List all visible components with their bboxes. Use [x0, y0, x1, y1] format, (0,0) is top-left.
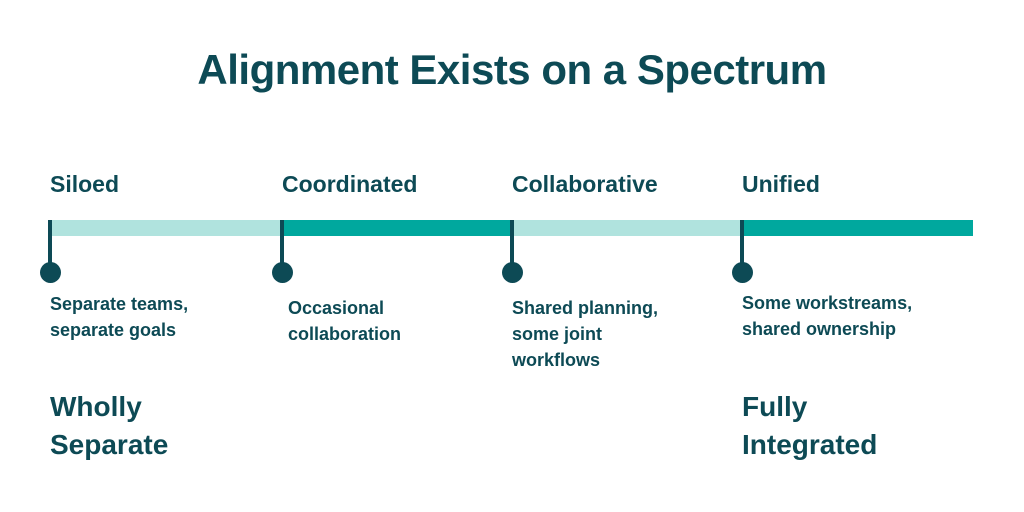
endpoint-line: Wholly	[50, 391, 142, 422]
spectrum-segment-unified	[742, 220, 973, 236]
marker-dot-unified	[732, 262, 753, 283]
endpoint-line: Separate	[50, 429, 169, 460]
spectrum-segment-coordinated	[282, 220, 512, 236]
marker-dot-coordinated	[272, 262, 293, 283]
description-line: separate goals	[50, 320, 177, 340]
diagram-title: Alignment Exists on a Spectrum	[197, 46, 827, 93]
stage-label-coordinated: Coordinated	[282, 171, 418, 197]
marker-dot-siloed	[40, 262, 61, 283]
stage-description-coordinated: Occasional collaboration	[288, 295, 401, 347]
endpoint-label-fully-integrated: Fully Integrated	[742, 388, 877, 464]
spectrum-segment-collaborative	[512, 220, 742, 236]
spectrum-segment-siloed	[50, 220, 282, 236]
marker-line-coordinated	[280, 220, 284, 264]
marker-line-unified	[740, 220, 744, 264]
stage-label-unified: Unified	[742, 171, 820, 197]
stage-description-siloed: Separate teams, separate goals	[50, 291, 188, 343]
stage-label-siloed: Siloed	[50, 171, 120, 197]
stage-description-unified: Some workstreams, shared ownership	[742, 290, 912, 342]
endpoint-line: Fully	[742, 391, 808, 422]
description-line: Shared planning,	[512, 298, 659, 318]
endpoint-label-wholly-separate: Wholly Separate	[50, 388, 168, 464]
description-line: shared ownership	[742, 319, 897, 339]
description-line: workflows	[512, 350, 601, 370]
stage-label-collaborative: Collaborative	[512, 171, 658, 197]
endpoint-line: Integrated	[742, 429, 878, 460]
description-line: Some workstreams,	[742, 293, 913, 313]
description-line: Separate teams,	[50, 294, 189, 314]
stage-description-collaborative: Shared planning, some joint workflows	[512, 295, 658, 373]
description-line: Occasional	[288, 298, 385, 318]
description-line: collaboration	[288, 324, 402, 344]
description-line: some joint	[512, 324, 603, 344]
marker-line-siloed	[48, 220, 52, 264]
marker-dot-collaborative	[502, 262, 523, 283]
marker-line-collaborative	[510, 220, 514, 264]
